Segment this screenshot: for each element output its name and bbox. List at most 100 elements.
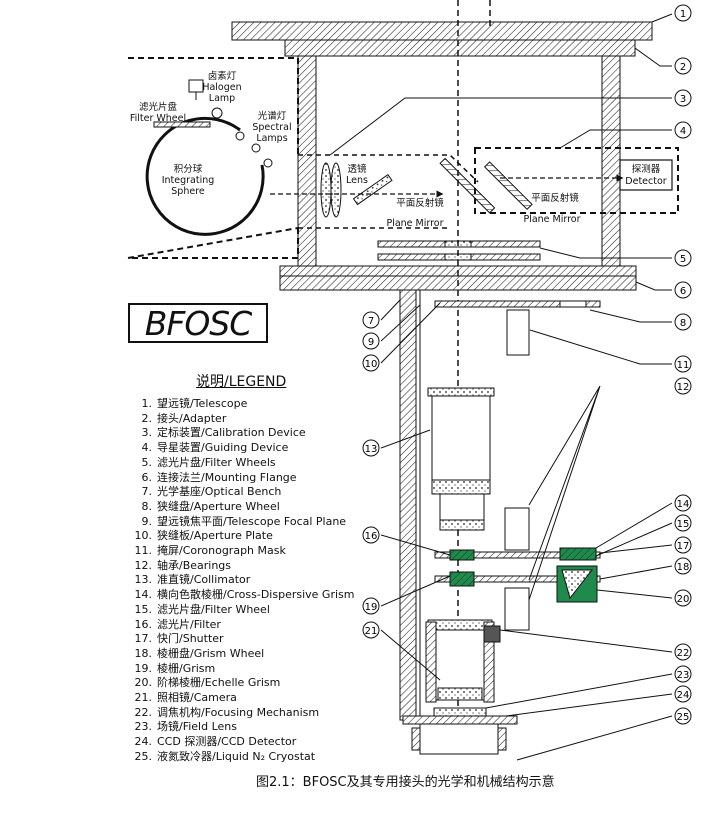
component-labels: 卤素灯 Halogen Lamp 滤光片盘 Filter Wheel 光谱灯 S…: [130, 70, 667, 229]
legend-item: 20.阶梯棱栅/Echelle Grism: [134, 676, 281, 690]
legend-item: 10.狭缝板/Aperture Plate: [134, 529, 273, 543]
svg-text:9: 9: [368, 337, 374, 348]
callout-7: 7: [362, 311, 380, 329]
legend-item: 6.连接法兰/Mounting Flange: [141, 470, 297, 484]
bfosc-logo: BFOSC: [128, 303, 268, 343]
legend-item: 14.横向色散棱栅/Cross-Dispersive Grism: [134, 588, 355, 602]
callout-2: 2: [674, 57, 692, 75]
sphere-label-en-2: Sphere: [171, 186, 205, 197]
callout-9: 9: [362, 332, 380, 350]
filter-wheel-label-en: Filter Wheel: [130, 113, 186, 124]
filter-wheels: [377, 240, 541, 261]
callout-14: 14: [674, 494, 692, 512]
callout-13: 13: [362, 439, 380, 457]
legend-item: 12.轴承/Bearings: [134, 558, 232, 572]
callout-17: 17: [674, 536, 692, 554]
optical-bench: [399, 289, 421, 721]
callout-1: 1: [674, 4, 692, 22]
legend-item: 9.望远镜焦平面/Telescope Focal Plane: [141, 514, 347, 528]
lens-label-cn: 透镜: [347, 163, 367, 175]
svg-text:22: 22: [677, 648, 690, 659]
legend-item: 19.棱栅/Grism: [134, 661, 216, 675]
legend-item: 23.场镜/Field Lens: [134, 720, 238, 734]
plane-mirror-2-label-cn: 平面反射镜: [531, 192, 579, 204]
callout-5: 5: [674, 249, 692, 267]
callout-18: 18: [674, 557, 692, 575]
halogen-label-en-2: Lamp: [209, 93, 235, 104]
leader-lines: [329, 13, 673, 761]
legend-item: 16.滤光片/Filter: [134, 617, 221, 631]
callout-8: 8: [674, 313, 692, 331]
calibration-device: [127, 57, 533, 259]
callout-4: 4: [674, 121, 692, 139]
legend-item: 3.定标装置/Calibration Device: [141, 426, 306, 440]
legend-item: 13.准直镜/Collimator: [134, 573, 251, 587]
svg-text:4: 4: [680, 126, 686, 137]
svg-text:10: 10: [365, 359, 378, 370]
svg-text:12: 12: [677, 382, 690, 393]
legend-item: 15.滤光片盘/Filter Wheel: [134, 602, 270, 616]
halogen-label-en-1: Halogen: [202, 82, 241, 93]
detector-label-cn: 探测器: [632, 163, 661, 175]
bfosc-logo-text: BFOSC: [144, 304, 253, 343]
optical-axis: [457, 0, 491, 720]
callout-23: 23: [674, 665, 692, 683]
callout-11: 11: [674, 355, 692, 373]
svg-text:14: 14: [677, 499, 690, 510]
adapter: [284, 39, 636, 267]
legend-item: 1.望远镜/Telescope: [141, 397, 248, 410]
callout-24: 24: [674, 685, 692, 703]
callout-16: 16: [362, 526, 380, 544]
svg-text:19: 19: [365, 602, 378, 613]
sphere-label-en-1: Integrating: [162, 175, 215, 186]
sphere-label-cn: 积分球: [174, 163, 203, 175]
legend-list: 1.望远镜/Telescope 2.接头/Adapter 3.定标装置/Cali…: [130, 397, 355, 765]
callout-12: 12: [674, 377, 692, 395]
filter-and-grism-wheels: [434, 507, 601, 631]
legend-item: 7.光学基座/Optical Bench: [141, 485, 282, 499]
callout-10: 10: [362, 354, 380, 372]
svg-text:15: 15: [677, 519, 690, 530]
legend-item: 17.快门/Shutter: [134, 632, 224, 646]
legend-item: 11.掩屏/Coronograph Mask: [134, 544, 286, 558]
legend-item: 2.接头/Adapter: [141, 411, 227, 425]
svg-text:8: 8: [680, 318, 686, 329]
svg-text:7: 7: [368, 316, 374, 327]
collimator: [427, 387, 495, 531]
detector-assembly: [402, 707, 518, 755]
svg-text:20: 20: [677, 594, 690, 605]
spectral-label-cn: 光谱灯: [258, 110, 287, 122]
svg-text:11: 11: [677, 360, 690, 371]
svg-text:24: 24: [677, 690, 690, 701]
callout-25: 25: [674, 707, 692, 725]
legend-item: 21.照相镜/Camera: [134, 691, 237, 705]
telescope: [231, 21, 653, 41]
spectral-label-en-1: Spectral: [252, 122, 291, 133]
filter-wheel-label-cn: 滤光片盘: [139, 101, 178, 113]
svg-text:5: 5: [680, 254, 686, 265]
halogen-label-cn: 卤素灯: [208, 70, 237, 82]
aperture-wheel: [434, 300, 601, 356]
callouts: 1 2 3 4 5 6 7 8 9 10 11 12 13 14 15 16 1…: [362, 4, 692, 725]
svg-text:3: 3: [680, 94, 686, 105]
callout-6: 6: [674, 281, 692, 299]
callout-3: 3: [674, 89, 692, 107]
mounting-flange: [279, 265, 637, 291]
svg-text:16: 16: [365, 531, 378, 542]
legend-item: 4.导星装置/Guiding Device: [141, 441, 289, 455]
plane-mirror-label-cn: 平面反射镜: [396, 197, 444, 209]
legend-item: 5.滤光片盘/Filter Wheels: [141, 455, 276, 469]
legend-item: 22.调焦机构/Focusing Mechanism: [134, 705, 320, 719]
detector-label-en: Detector: [625, 176, 666, 187]
callout-15: 15: [674, 514, 692, 532]
svg-text:2: 2: [680, 62, 686, 73]
guiding-device: [474, 147, 679, 214]
plane-mirror-label-en: Plane Mirror: [386, 218, 443, 229]
spectral-label-en-2: Lamps: [256, 133, 287, 144]
svg-text:23: 23: [677, 670, 690, 681]
callout-22: 22: [674, 643, 692, 661]
svg-text:21: 21: [365, 626, 378, 637]
camera: [425, 619, 501, 703]
legend-item: 18.棱栅盘/Grism Wheel: [134, 646, 265, 660]
